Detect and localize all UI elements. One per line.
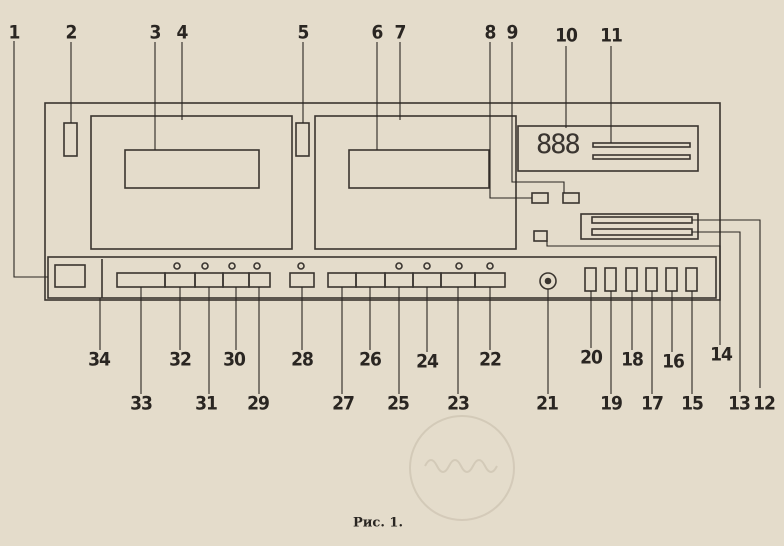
button-8: [531, 192, 549, 204]
key-30: [222, 272, 250, 288]
callout-24: 24: [416, 350, 439, 373]
leader-line-12: [692, 219, 761, 388]
button-17: [645, 267, 658, 292]
callout-12: 12: [753, 392, 776, 415]
callout-17: 17: [641, 392, 664, 415]
indicator-led: [253, 262, 261, 270]
indicator-led: [228, 262, 236, 270]
key-23: [440, 272, 476, 288]
button-9: [562, 192, 580, 204]
callout-13: 13: [728, 392, 751, 415]
button-20: [584, 267, 597, 292]
callout-3: 3: [149, 21, 162, 44]
button-18: [625, 267, 638, 292]
faded-stamp-watermark: [409, 415, 515, 521]
callout-18: 18: [621, 348, 644, 371]
key-25: [384, 272, 414, 288]
slider-12: [591, 228, 693, 236]
callout-20: 20: [580, 346, 603, 369]
headphone-jack-center: [544, 277, 552, 285]
display-panel: [517, 125, 699, 172]
cassette-window-b: [348, 149, 490, 189]
deck-chassis: [44, 102, 721, 301]
callout-7: 7: [394, 21, 407, 44]
indicator-led: [455, 262, 463, 270]
eject-button-b: [295, 122, 310, 157]
leader-line-13: [692, 231, 741, 392]
eject-button-a: [63, 122, 78, 157]
indicator-led: [173, 262, 181, 270]
indicator-led: [486, 262, 494, 270]
level-meter-top: [592, 142, 691, 148]
slider-panel: [580, 213, 699, 240]
callout-16: 16: [662, 350, 685, 373]
callout-32: 32: [169, 348, 192, 371]
callout-10: 10: [555, 24, 578, 47]
indicator-led: [297, 262, 305, 270]
key-32: [164, 272, 196, 288]
leader-line-14: [546, 241, 721, 345]
button-19: [604, 267, 617, 292]
button-14: [533, 230, 548, 242]
key-28: [289, 272, 315, 288]
leader-line-8: [489, 42, 532, 199]
cassette-compartment-a: [90, 115, 293, 250]
display-digits: 888: [536, 129, 581, 160]
callout-6: 6: [371, 21, 384, 44]
callout-9: 9: [506, 21, 519, 44]
callout-30: 30: [223, 348, 246, 371]
key-29: [248, 272, 271, 288]
callout-31: 31: [195, 392, 218, 415]
indicator-led: [201, 262, 209, 270]
callout-2: 2: [65, 21, 78, 44]
callout-28: 28: [291, 348, 314, 371]
key-31: [194, 272, 224, 288]
key-22: [474, 272, 506, 288]
callout-29: 29: [247, 392, 270, 415]
leader-line-1: [13, 41, 48, 278]
callout-26: 26: [359, 348, 382, 371]
cassette-window-a: [124, 149, 260, 189]
power-button: [54, 264, 86, 288]
callout-23: 23: [447, 392, 470, 415]
callout-4: 4: [176, 21, 189, 44]
callout-33: 33: [130, 392, 153, 415]
callout-14: 14: [710, 343, 733, 366]
callout-27: 27: [332, 392, 355, 415]
callout-11: 11: [600, 24, 623, 47]
callout-34: 34: [88, 348, 111, 371]
callout-15: 15: [681, 392, 704, 415]
button-16: [665, 267, 678, 292]
key-27: [327, 272, 357, 288]
level-meter-bottom: [592, 154, 691, 160]
key-33: [116, 272, 166, 288]
leader-line-9: [511, 42, 565, 193]
key-24: [412, 272, 442, 288]
callout-22: 22: [479, 348, 502, 371]
figure-caption: Рис. 1.: [353, 515, 403, 531]
key-26: [355, 272, 386, 288]
indicator-led: [423, 262, 431, 270]
callout-1: 1: [8, 21, 21, 44]
indicator-led: [395, 262, 403, 270]
button-15: [685, 267, 698, 292]
callout-25: 25: [387, 392, 410, 415]
cassette-compartment-b: [314, 115, 517, 250]
slider-13: [591, 216, 693, 224]
callout-19: 19: [600, 392, 623, 415]
callout-5: 5: [297, 21, 310, 44]
callout-8: 8: [484, 21, 497, 44]
callout-21: 21: [536, 392, 559, 415]
